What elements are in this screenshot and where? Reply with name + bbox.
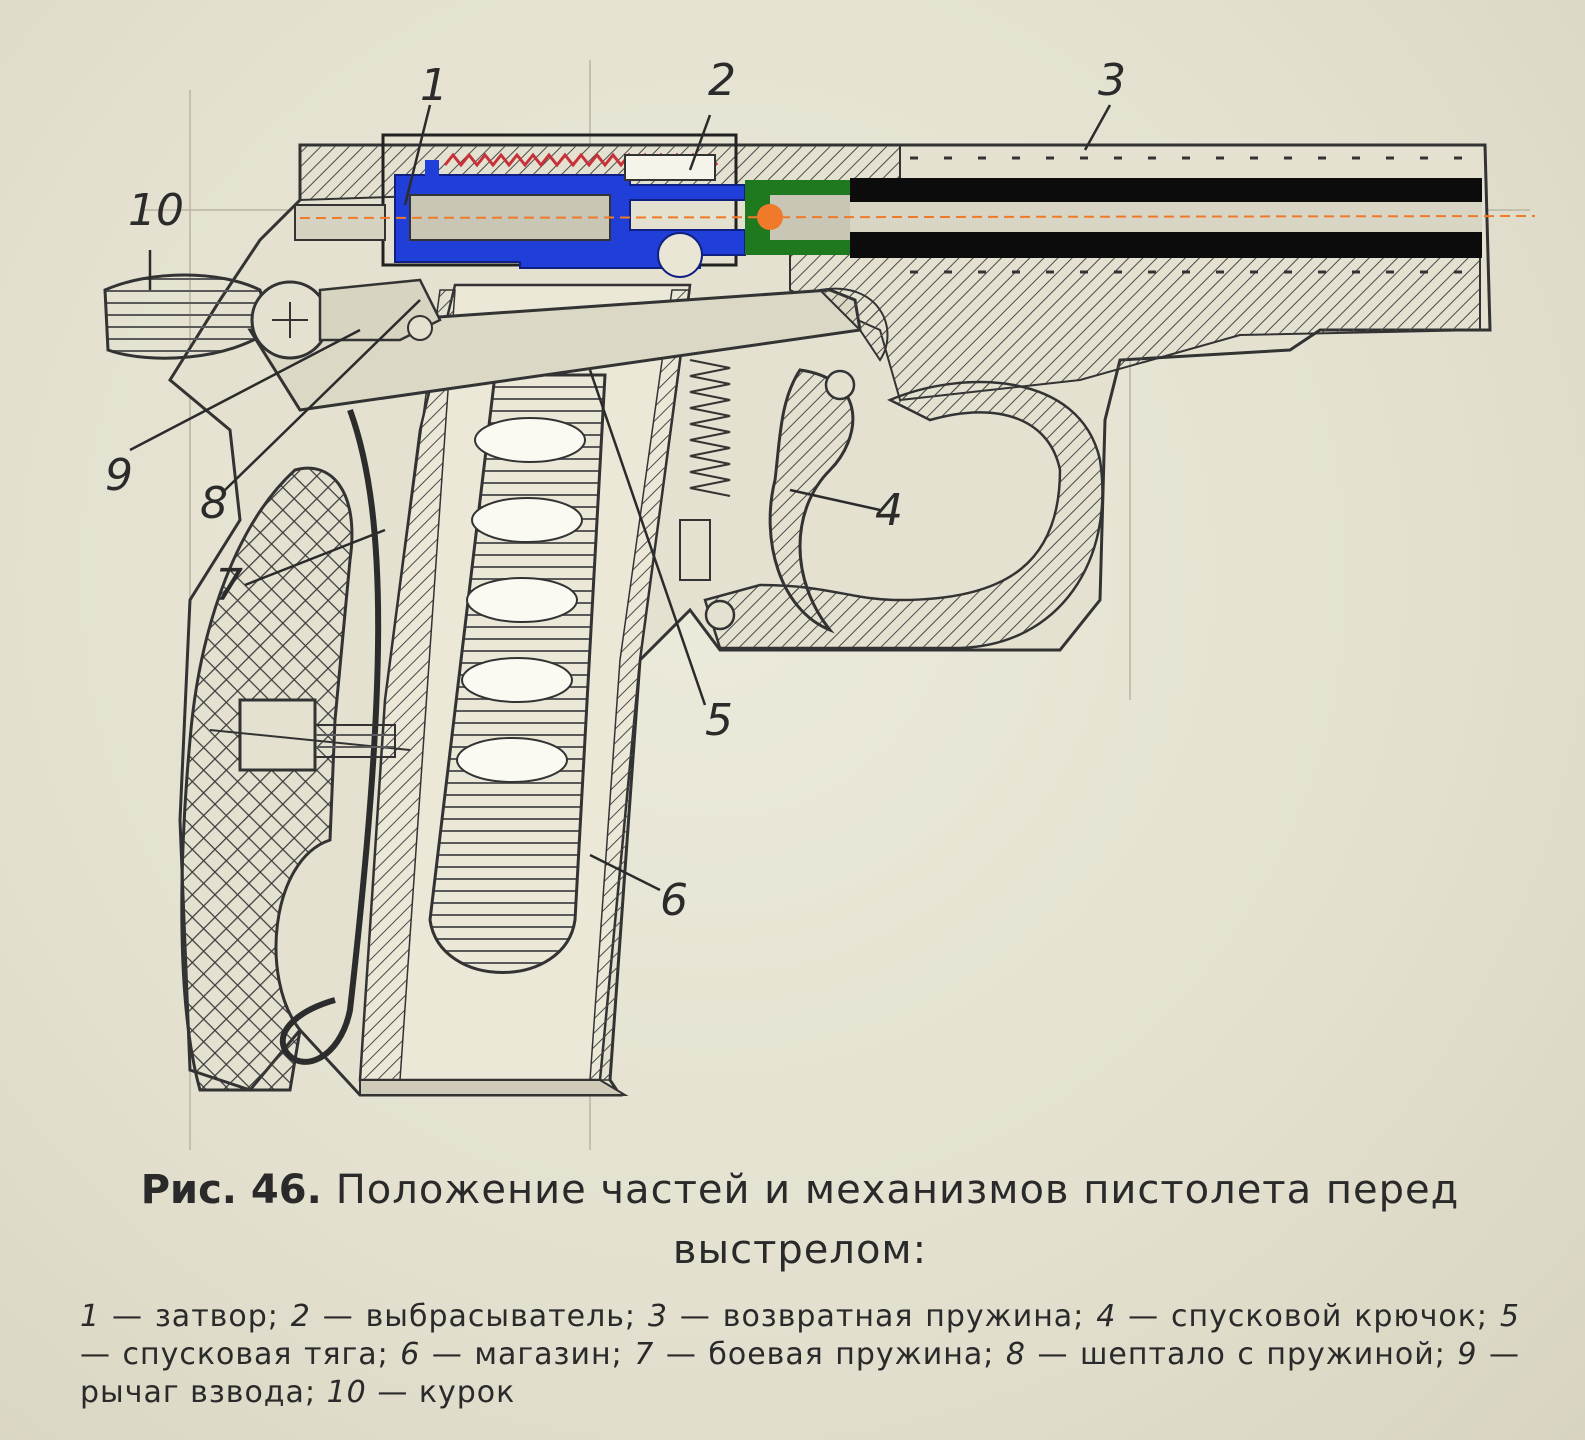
callout-9: 9 bbox=[105, 450, 133, 501]
figure-title: Рис. 46. Положение частей и механизмов п… bbox=[80, 1160, 1520, 1280]
legend-text: затвор bbox=[154, 1299, 268, 1334]
hammer bbox=[103, 273, 330, 360]
callouts: 1 2 3 4 5 6 7 8 9 10 bbox=[105, 55, 1126, 926]
legend-num: 1 bbox=[80, 1299, 101, 1334]
trigger bbox=[768, 368, 855, 634]
legend-text: спусковой крючок bbox=[1171, 1299, 1477, 1334]
bullet bbox=[757, 204, 783, 230]
legend-text: шептало с пружиной bbox=[1079, 1337, 1435, 1372]
legend-num: 10 bbox=[326, 1375, 367, 1410]
figure-legend: 1 — затвор; 2 — выбрасыватель; 3 — возвр… bbox=[80, 1299, 1521, 1410]
leader-lines bbox=[129, 104, 1112, 892]
callout-4: 4 bbox=[875, 485, 903, 536]
legend-text: курок bbox=[418, 1375, 516, 1410]
legend-num: 4 bbox=[1096, 1299, 1117, 1334]
extractor bbox=[624, 154, 716, 181]
grip-panel bbox=[180, 466, 354, 1092]
mainspring bbox=[280, 408, 382, 1065]
legend-text: боевая пружина bbox=[708, 1337, 984, 1372]
figure-caption: Рис. 46. Положение частей и механизмов п… bbox=[80, 1160, 1520, 1412]
bore-axis bbox=[299, 215, 1536, 219]
legend-text: выбрасыватель bbox=[365, 1299, 625, 1334]
slide bbox=[394, 160, 746, 278]
legend-text: рычаг взвода bbox=[80, 1375, 305, 1410]
grip-screw bbox=[209, 698, 411, 772]
legend-num: 9 bbox=[1457, 1337, 1478, 1372]
figure-label: Рис. 46. bbox=[140, 1167, 322, 1213]
sear-assembly bbox=[318, 278, 442, 342]
legend-num: 8 bbox=[1005, 1337, 1026, 1372]
legend-num: 2 bbox=[290, 1299, 311, 1334]
recoil-spring bbox=[910, 156, 1470, 274]
callout-5: 5 bbox=[705, 695, 733, 746]
legend-num: 6 bbox=[400, 1337, 421, 1372]
legend-text: спусковая тяга bbox=[122, 1337, 378, 1372]
legend-num: 7 bbox=[634, 1337, 655, 1372]
callout-6: 6 bbox=[660, 875, 688, 926]
magazine bbox=[359, 373, 629, 1096]
callout-7: 7 bbox=[215, 560, 243, 611]
legend-num: 5 bbox=[1499, 1299, 1520, 1334]
legend-text: возвратная пружина bbox=[722, 1299, 1074, 1334]
callout-1: 1 bbox=[420, 60, 448, 111]
callout-3: 3 bbox=[1098, 55, 1126, 106]
legend-num: 3 bbox=[647, 1299, 668, 1334]
callout-10: 10 bbox=[128, 185, 184, 236]
callout-8: 8 bbox=[200, 478, 228, 529]
callout-2: 2 bbox=[708, 55, 736, 106]
figure-title-text: Положение частей и механизмов пистолета … bbox=[335, 1167, 1460, 1273]
pistol-diagram: 1 2 3 4 5 6 7 8 9 10 bbox=[103, 55, 1536, 1150]
trigger-spring bbox=[679, 359, 731, 581]
legend-text: магазин bbox=[474, 1337, 612, 1372]
pivot-pins bbox=[704, 369, 856, 631]
